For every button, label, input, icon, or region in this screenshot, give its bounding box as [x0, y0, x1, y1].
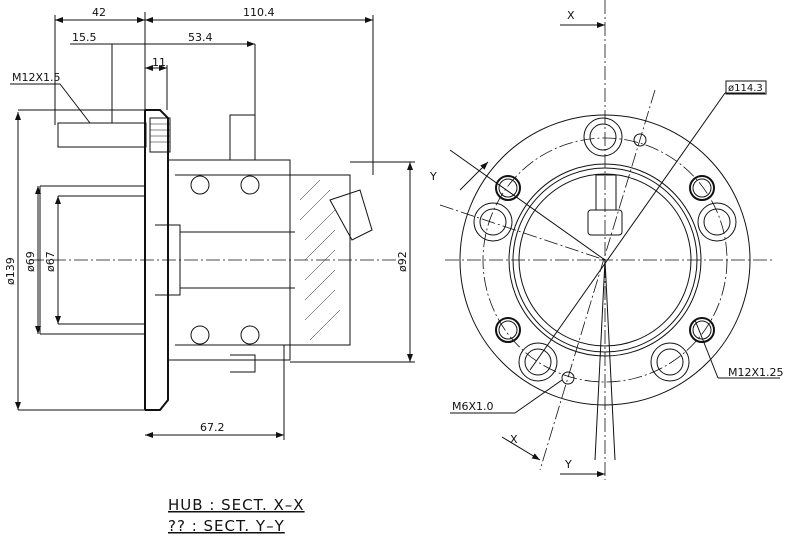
dim-53-4: 53.4 [188, 31, 213, 44]
dim-dia-69: ø69 [24, 251, 37, 272]
flange-outline [144, 109, 169, 411]
screw-hole [561, 371, 575, 385]
stud-thread-label: M12X1.5 [12, 71, 61, 84]
screw-thread-label: M6X1.0 [452, 400, 494, 413]
side-view: 42 110.4 15.5 53.4 11 M12X1.5 ø139 ø69 ø… [4, 6, 415, 440]
cap-hatching [299, 179, 341, 341]
lug-holes [473, 117, 737, 382]
stud-holes [495, 175, 715, 343]
outer-flange-circle [459, 114, 751, 406]
stud-thread-front-label: M12X1.25 [728, 366, 784, 379]
section-y-label-left: Y [429, 170, 437, 183]
title-section-x: HUB : SECT. X–X [168, 496, 305, 514]
bearing-cap [289, 174, 351, 346]
bolt-circle-label-box [725, 80, 767, 95]
sensor-body [595, 174, 617, 211]
upper-lug [229, 114, 256, 161]
section-x-label-bottom: X [510, 433, 518, 446]
ball [240, 325, 260, 345]
bolt-circle [482, 137, 728, 383]
dim-dia-139: ø139 [4, 257, 17, 285]
front-view: X Y X Y ø114.3 M6X1.0 M12X1.25 [429, 0, 784, 480]
ball [190, 175, 210, 195]
dim-42: 42 [92, 6, 106, 19]
dim-dia-92: ø92 [396, 251, 409, 272]
abs-sensor [329, 189, 373, 241]
section-y-label-bottom: Y [564, 458, 572, 471]
title-section-y: ?? : SECT. Y–Y [168, 517, 285, 535]
dim-dia-67: ø67 [44, 251, 57, 272]
screw-hole [633, 133, 647, 147]
wheel-stud [57, 122, 147, 148]
bolt-circle-label: ø114.3 [728, 83, 763, 94]
ball [190, 325, 210, 345]
section-x-label-top: X [567, 9, 575, 22]
dim-15-5: 15.5 [72, 31, 97, 44]
dim-67-2: 67.2 [200, 421, 225, 434]
dim-11: 11 [152, 56, 166, 69]
sensor-connector [587, 209, 623, 236]
dim-110-4: 110.4 [243, 6, 275, 19]
ball [240, 175, 260, 195]
